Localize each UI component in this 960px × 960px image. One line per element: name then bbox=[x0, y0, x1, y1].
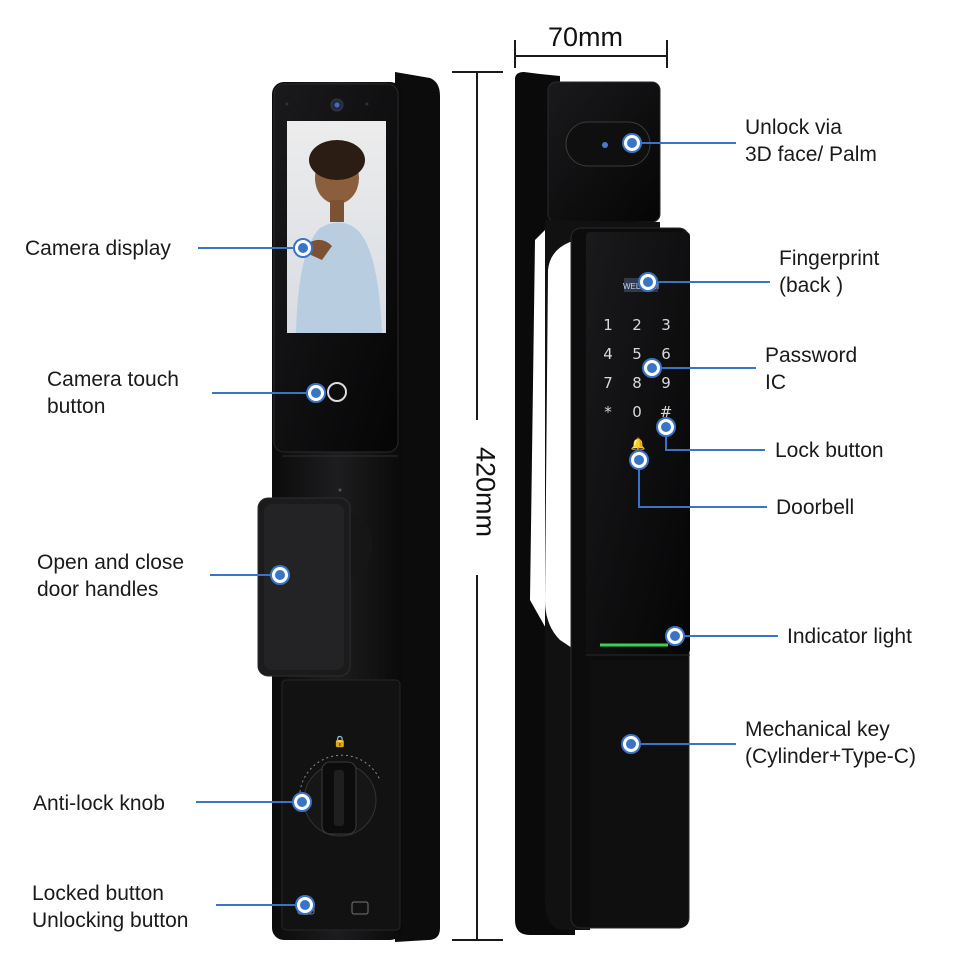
door-handles-label-line: Open and close bbox=[37, 551, 185, 574]
camera-display-label: Camera display bbox=[25, 235, 171, 262]
camera-touch-button-label: Camera touch button bbox=[47, 366, 179, 420]
fingerprint-label-line: Fingerprint bbox=[779, 247, 880, 270]
lock-button-marker-dot bbox=[661, 422, 671, 432]
keypad: 1 2 3 4 5 6 7 8 9 * 0 # bbox=[603, 316, 672, 421]
keypad-key: 4 bbox=[603, 345, 613, 363]
keypad-key: 3 bbox=[661, 316, 671, 334]
keypad-key: 2 bbox=[632, 316, 642, 334]
camera-touch-button-label-line: Camera touch bbox=[47, 368, 179, 391]
keypad-key: 9 bbox=[661, 374, 671, 392]
lock-button-label: Lock button bbox=[775, 437, 884, 464]
unlock-face-palm-label: Unlock via 3D face/ Palm bbox=[745, 114, 877, 168]
unlock-face-palm-marker-dot bbox=[627, 138, 637, 148]
camera-display-marker-dot bbox=[298, 243, 308, 253]
keypad-key: 8 bbox=[632, 374, 642, 392]
height-dimension: 420mm bbox=[470, 446, 501, 538]
svg-text:🔒: 🔒 bbox=[333, 735, 347, 748]
password-ic-marker-dot bbox=[647, 363, 657, 373]
keypad-key: 6 bbox=[661, 345, 671, 363]
locked-unlocking-button-label-line: Unlocking button bbox=[32, 909, 189, 932]
mechanical-key-label-line: Mechanical key bbox=[745, 718, 890, 741]
doorbell-label-line: Doorbell bbox=[776, 496, 855, 519]
camera-touch-button-marker-dot bbox=[311, 388, 321, 398]
camera-display-screen bbox=[287, 121, 386, 333]
indicator-light-marker-dot bbox=[670, 631, 680, 641]
mechanical-key-label: Mechanical key (Cylinder+Type-C) bbox=[745, 716, 916, 770]
fingerprint-label-line: (back ) bbox=[779, 274, 844, 297]
mechanical-key-marker-dot bbox=[626, 739, 636, 749]
anti-lock-knob bbox=[299, 754, 381, 837]
keypad-key: 0 bbox=[632, 403, 642, 421]
fingerprint-label: Fingerprint (back ) bbox=[779, 245, 879, 299]
locked-unlocking-button-marker-dot bbox=[300, 900, 310, 910]
dimension-lines bbox=[452, 40, 668, 941]
locked-unlocking-button-label-line: Locked button bbox=[32, 882, 164, 905]
keypad-key: * bbox=[604, 403, 612, 421]
door-handles-label: Open and close door handles bbox=[37, 549, 184, 603]
width-dimension: 70mm bbox=[548, 22, 624, 52]
keypad-key: 1 bbox=[603, 316, 613, 334]
lock-button-label-line: Lock button bbox=[775, 439, 884, 462]
door-handle bbox=[257, 497, 372, 677]
doorbell-leader-line bbox=[638, 460, 767, 508]
password-ic-label-line: Password bbox=[765, 344, 858, 367]
camera-touch-icon bbox=[327, 382, 347, 402]
keypad-key: 7 bbox=[603, 374, 613, 392]
doorbell-marker-dot bbox=[634, 455, 644, 465]
camera-touch-button-label-line: button bbox=[47, 395, 106, 418]
password-ic-label-line: IC bbox=[765, 371, 786, 394]
unlock-face-palm-label-line: 3D face/ Palm bbox=[745, 143, 877, 166]
fingerprint-marker-dot bbox=[643, 277, 653, 287]
indicator-light-label: Indicator light bbox=[787, 623, 912, 650]
unlock-face-palm-label-line: Unlock via bbox=[745, 116, 842, 139]
doorbell-label: Doorbell bbox=[776, 494, 854, 521]
door-handles-marker-dot bbox=[275, 570, 285, 580]
indicator-light-label-line: Indicator light bbox=[787, 625, 912, 648]
keypad-key: 5 bbox=[632, 345, 642, 363]
callout-lines bbox=[196, 133, 778, 915]
anti-lock-knob-label-line: Anti-lock knob bbox=[33, 792, 165, 815]
anti-lock-knob-label: Anti-lock knob bbox=[33, 790, 165, 817]
camera-display-label-line: Camera display bbox=[25, 237, 171, 260]
svg-text:🔔: 🔔 bbox=[631, 437, 646, 451]
anti-lock-knob-marker-dot bbox=[297, 797, 307, 807]
front-lock: 🔒 bbox=[257, 72, 440, 942]
door-handles-label-line: door handles bbox=[37, 578, 159, 601]
mechanical-key-label-line: (Cylinder+Type-C) bbox=[745, 745, 916, 768]
keypad-key: # bbox=[660, 403, 673, 421]
